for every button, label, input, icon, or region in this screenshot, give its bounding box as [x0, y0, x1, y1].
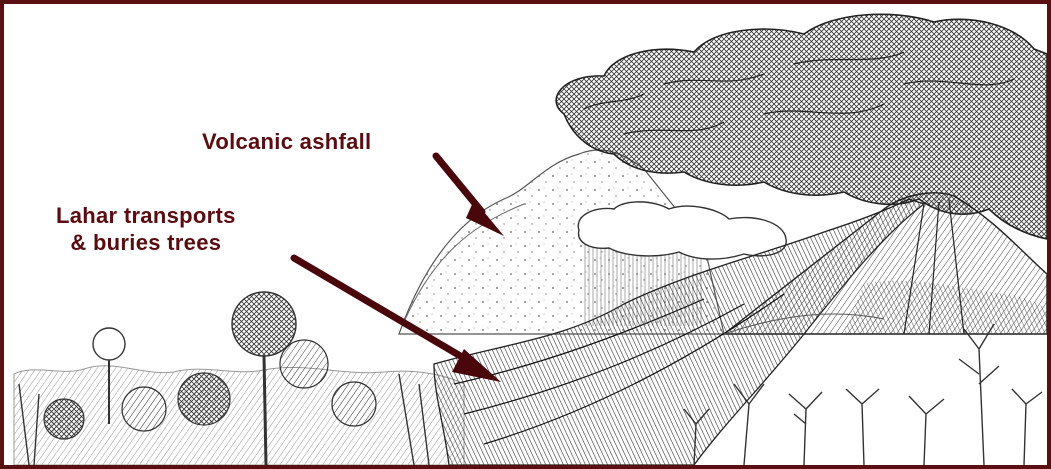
- lahar-label-line2: & buries trees: [56, 229, 236, 256]
- lahar-label: Lahar transports & buries trees: [56, 202, 236, 256]
- ashfall-label: Volcanic ashfall: [202, 128, 371, 155]
- lahar-label-line1: Lahar transports: [56, 202, 236, 229]
